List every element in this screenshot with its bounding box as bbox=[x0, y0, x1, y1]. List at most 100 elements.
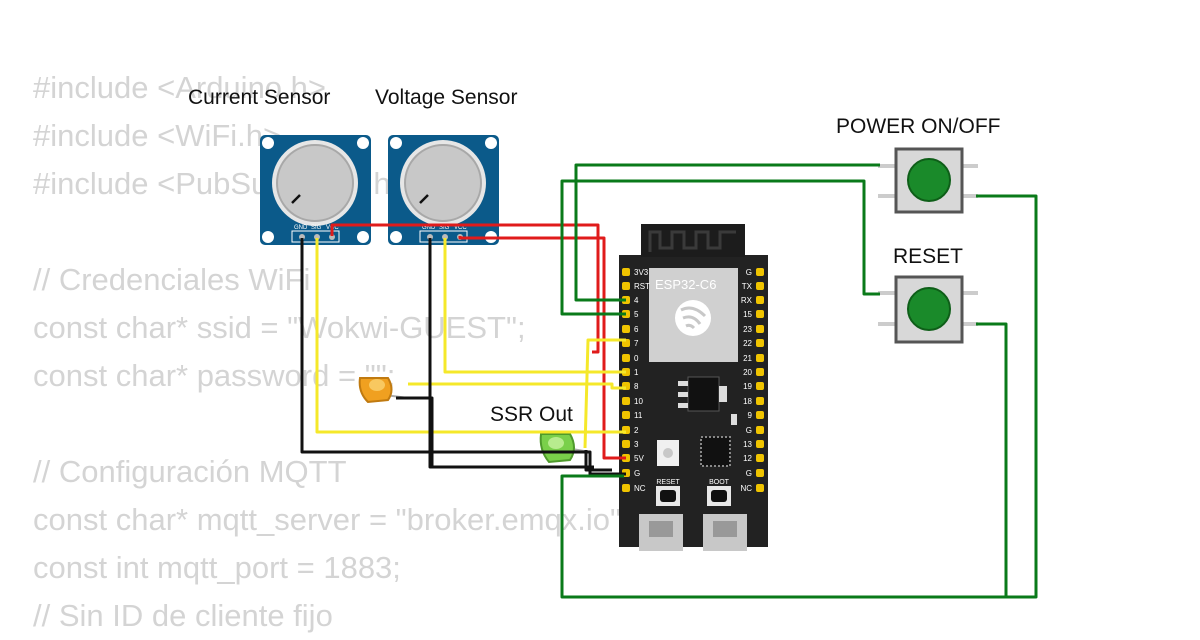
antenna-trace bbox=[648, 230, 736, 252]
right-pin-header: G TX RX 15 23 22 21 20 19 18 9 G 13 bbox=[740, 268, 764, 493]
pin-label: 20 bbox=[743, 368, 752, 377]
pin-nc[interactable] bbox=[622, 484, 630, 492]
regulator-pin bbox=[678, 403, 688, 408]
reset-key-label: RESET bbox=[656, 479, 680, 486]
pin-21[interactable] bbox=[756, 354, 764, 362]
pin-nc-right[interactable] bbox=[756, 484, 764, 492]
pin-g-right[interactable] bbox=[756, 268, 764, 276]
regulator-pin bbox=[678, 392, 688, 397]
esp32-c6-board[interactable]: ESP32-C6 RESET BOOT 3V3 RST bbox=[619, 224, 768, 551]
pin-label: 23 bbox=[743, 325, 752, 334]
pin-label: 7 bbox=[634, 339, 639, 348]
pin-label: G bbox=[634, 469, 640, 478]
pin-19[interactable] bbox=[756, 382, 764, 390]
pin-label: 4 bbox=[634, 296, 639, 305]
button-cap[interactable] bbox=[907, 287, 951, 331]
rgb-led-lens bbox=[663, 448, 673, 458]
wire-gnd-led bbox=[396, 396, 434, 467]
code-line: #include <Arduino.h> bbox=[33, 70, 327, 105]
pin-label: NC bbox=[740, 484, 752, 493]
mount-hole bbox=[390, 231, 402, 243]
pin-label: 1 bbox=[634, 368, 639, 377]
usb-port-opening bbox=[649, 521, 673, 537]
smd-component bbox=[731, 414, 737, 425]
pin-6[interactable] bbox=[622, 325, 630, 333]
pin-3v3[interactable] bbox=[622, 268, 630, 276]
voltage-sensor[interactable]: GND SIG VCC bbox=[388, 135, 499, 245]
pin-label: 13 bbox=[743, 440, 752, 449]
current-sensor-label: Current Sensor bbox=[188, 86, 330, 109]
pin-label: 3 bbox=[634, 440, 639, 449]
code-line: // Credenciales WiFi bbox=[33, 262, 311, 297]
pin-22[interactable] bbox=[756, 339, 764, 347]
pin-rx[interactable] bbox=[756, 296, 764, 304]
pin-label: G bbox=[746, 268, 752, 277]
led-glare bbox=[548, 437, 564, 449]
pin-0[interactable] bbox=[622, 354, 630, 362]
wire-sig-current bbox=[315, 238, 626, 434]
pin-11[interactable] bbox=[622, 411, 630, 419]
pin-label: 22 bbox=[743, 339, 752, 348]
pin-label: G bbox=[746, 426, 752, 435]
pin-label-sig: SIG bbox=[311, 225, 322, 231]
pin-10[interactable] bbox=[622, 397, 630, 405]
mount-hole bbox=[485, 137, 497, 149]
code-line: // Sin ID de cliente fijo bbox=[33, 598, 333, 633]
pin-label: 19 bbox=[743, 382, 752, 391]
mount-hole bbox=[262, 137, 274, 149]
pin-label: 3V3 bbox=[634, 268, 649, 277]
ssr-green-led[interactable] bbox=[539, 433, 591, 464]
pin-9[interactable] bbox=[756, 411, 764, 419]
led-glare bbox=[369, 379, 385, 391]
pin-12[interactable] bbox=[756, 454, 764, 462]
button-cap[interactable] bbox=[907, 158, 951, 202]
pin-label: 5 bbox=[634, 310, 639, 319]
pin-rst[interactable] bbox=[622, 282, 630, 290]
pin-label-gnd: GND bbox=[422, 225, 436, 231]
pin-23[interactable] bbox=[756, 325, 764, 333]
code-line: const char* mqtt_server = "broker.emqx.i… bbox=[33, 502, 630, 537]
pin-3[interactable] bbox=[622, 440, 630, 448]
pin-15[interactable] bbox=[756, 310, 764, 318]
pin-g-right-3[interactable] bbox=[756, 469, 764, 477]
pin-label: 12 bbox=[743, 454, 752, 463]
pin-label: 21 bbox=[743, 354, 752, 363]
pin-label: 9 bbox=[748, 411, 753, 420]
wire-reset-ground bbox=[976, 322, 1008, 597]
code-line: const char* ssid = "Wokwi-GUEST"; bbox=[33, 310, 526, 345]
pin-label: 8 bbox=[634, 382, 639, 391]
pin-label: 6 bbox=[634, 325, 639, 334]
knob-indicator bbox=[291, 194, 301, 204]
current-sensor[interactable]: GND SIG VCC bbox=[260, 135, 371, 245]
knob-indicator bbox=[419, 194, 429, 204]
antenna bbox=[641, 224, 745, 257]
knob[interactable] bbox=[276, 144, 354, 222]
pin-tx[interactable] bbox=[756, 282, 764, 290]
pin-label: 18 bbox=[743, 397, 752, 406]
pin-label: NC bbox=[634, 484, 646, 493]
knob[interactable] bbox=[404, 144, 482, 222]
wire-power-button bbox=[574, 163, 880, 302]
boot-key-label: BOOT bbox=[709, 479, 730, 486]
power-button[interactable] bbox=[878, 147, 978, 214]
pin-18[interactable] bbox=[756, 397, 764, 405]
voltage-regulator bbox=[687, 376, 720, 412]
board-name: ESP32-C6 bbox=[655, 277, 716, 292]
code-line: // Configuración MQTT bbox=[33, 454, 347, 489]
wire-led-signal bbox=[408, 382, 626, 390]
power-button-label: POWER ON/OFF bbox=[836, 115, 1001, 138]
reset-button-label: RESET bbox=[893, 245, 963, 268]
reset-button[interactable] bbox=[878, 275, 978, 344]
wire-sig-voltage bbox=[443, 238, 626, 374]
usb-uart-chip bbox=[700, 436, 731, 467]
pin-20[interactable] bbox=[756, 368, 764, 376]
orange-led[interactable] bbox=[358, 377, 409, 404]
usb-port-opening bbox=[713, 521, 737, 537]
pin-label: 11 bbox=[634, 411, 643, 420]
pin-13[interactable] bbox=[756, 440, 764, 448]
pin-label: 2 bbox=[634, 426, 639, 435]
pin-g-right-2[interactable] bbox=[756, 426, 764, 434]
wire-vcc-current bbox=[330, 223, 600, 354]
pin-label: TX bbox=[742, 282, 753, 291]
